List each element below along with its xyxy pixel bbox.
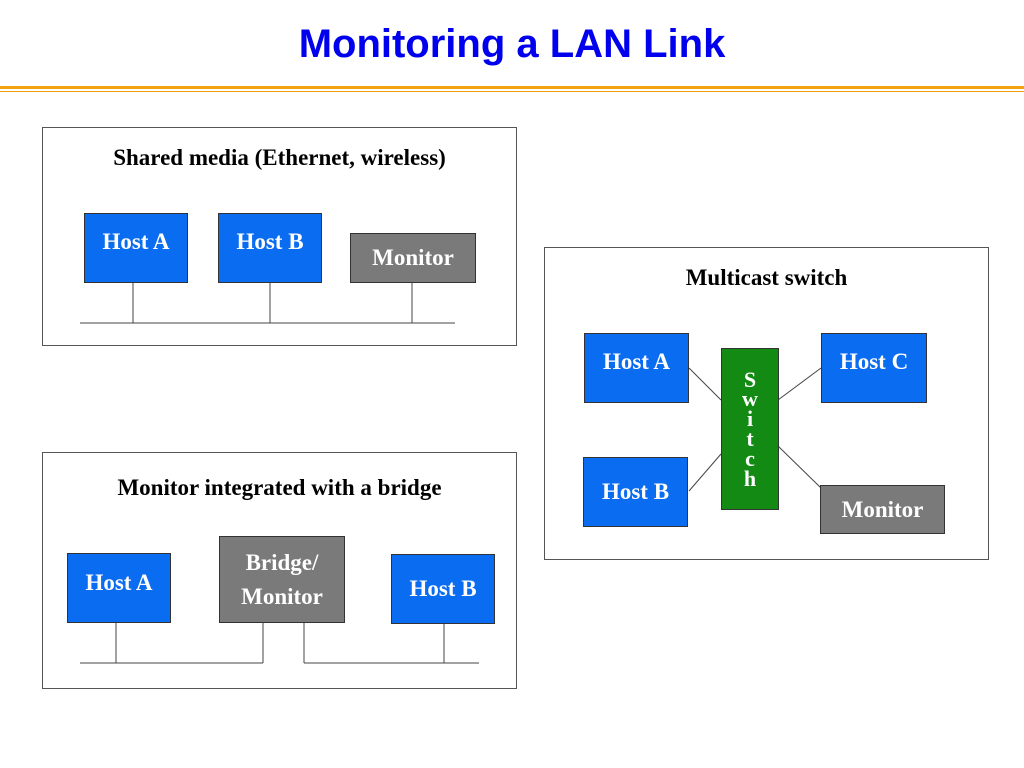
monitor-box: Monitor (820, 485, 945, 534)
host-b-box: Host B (218, 213, 322, 283)
switch-letter: i (746, 406, 754, 432)
multicast-title: Multicast switch (685, 265, 848, 290)
switch-letter: w (742, 386, 758, 412)
slide-title: Monitoring a LAN Link (298, 22, 726, 66)
host-a-box: Host A (584, 333, 689, 403)
switch-wires (688, 367, 822, 492)
bridge-wires (80, 623, 479, 664)
monitor-box: Monitor (350, 233, 476, 283)
bridge-label: Bridge/ (245, 550, 319, 576)
shared-media-panel: Shared media (Ethernet, wireless) Host A… (42, 127, 517, 346)
bridge-monitor-label: Monitor (241, 583, 323, 609)
bridge-monitor-box: Bridge/ Monitor (219, 536, 345, 623)
switch-letter: h (743, 465, 757, 491)
shared-media-wires (80, 283, 455, 324)
title-underline-thin (0, 91, 1024, 92)
bridge-panel-title: Monitor integrated with a bridge (117, 475, 442, 500)
host-b-box: Host B (583, 457, 688, 527)
switch-letter: t (746, 426, 754, 451)
host-a-box: Host A (84, 213, 188, 283)
bridge-panel: Monitor integrated with a bridge Host A … (42, 452, 517, 689)
host-b-box: Host B (391, 554, 495, 624)
shared-media-title: Shared media (Ethernet, wireless) (113, 145, 446, 170)
switch-letter: c (745, 445, 755, 471)
title-underline (0, 86, 1024, 89)
switch-letter: S (743, 366, 757, 392)
host-a-box: Host A (67, 553, 171, 623)
host-c-box: Host C (821, 333, 927, 403)
